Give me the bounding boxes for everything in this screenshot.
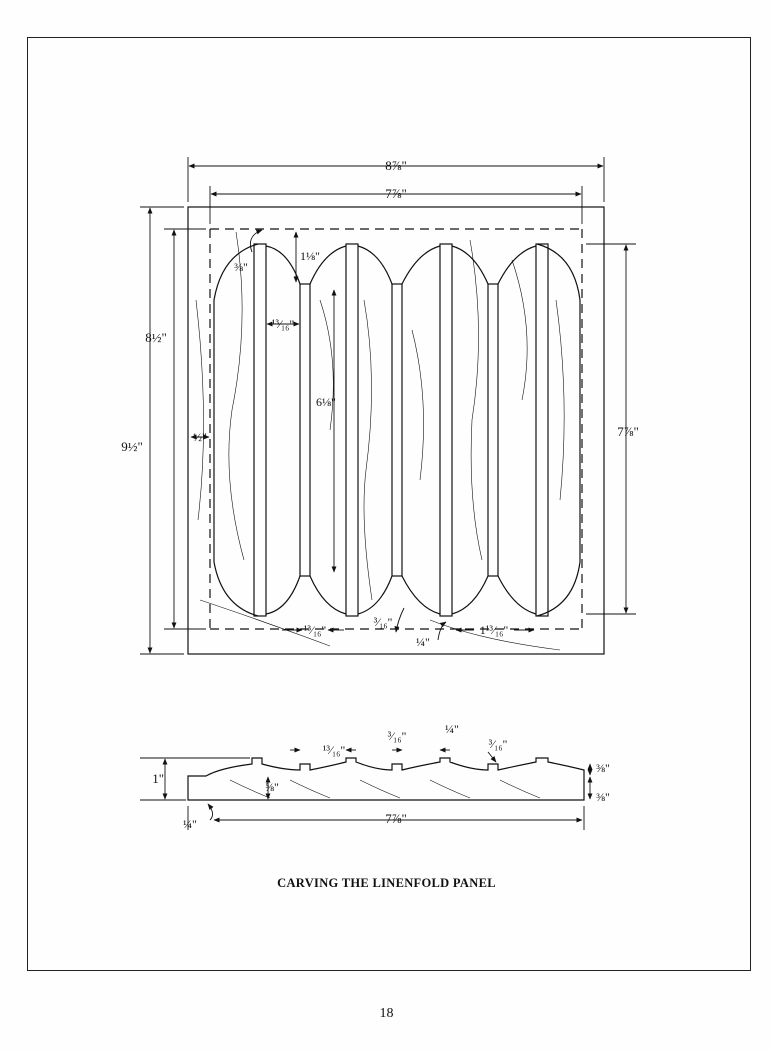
scallop-top-5 (451, 245, 489, 285)
scallop-bottom-6 (497, 575, 537, 615)
section-view (187, 757, 585, 801)
dim-section-thickness: 1" (152, 771, 164, 786)
dim-section-gap-a: ³⁄₁₆" (388, 729, 407, 743)
section-dimension-labels: 1" ¹³⁄₁₆" ³⁄₁₆" ¼" ³⁄₁₆" ⅝" ⅜" ⅜" ¼" 7⅞" (152, 722, 610, 831)
dim-bottom-rib-right: 1¹³⁄₁₆" (480, 623, 509, 637)
rib-2 (299, 283, 311, 577)
page-border (27, 37, 751, 971)
dim-inner-height: 8½" (145, 330, 167, 345)
rib-7 (535, 243, 549, 617)
scallop-bottom-2 (309, 575, 347, 615)
dim-bottom-gap: ³⁄₁₆" (374, 615, 393, 629)
wood-grain (195, 231, 565, 651)
scallop-top-2 (309, 245, 347, 285)
dim-section-rib-width: ¹³⁄₁₆" (323, 743, 346, 757)
dim-section-top-step: ⅜" (596, 761, 610, 775)
dim-fold-corner: ⅜" (234, 260, 248, 274)
scallop-top-3 (357, 245, 393, 285)
rib-1 (253, 243, 267, 617)
rib-3 (345, 243, 359, 617)
fold-left (213, 243, 259, 617)
section-profile (187, 757, 585, 801)
rib-4 (391, 283, 403, 577)
dim-rib-width: ¹³⁄₁₆" (272, 317, 295, 331)
dim-section-width: 7⅞" (385, 811, 407, 826)
dim-section-offset: ¼" (183, 817, 197, 831)
dim-section-bottom-step: ⅜" (596, 790, 610, 804)
dim-fold-height: 7⅞" (617, 424, 639, 439)
scallop-top-4 (401, 245, 441, 285)
scallop-top-1 (265, 245, 301, 285)
dim-bottom-step: ¼" (416, 635, 430, 649)
rib-5 (439, 243, 453, 617)
scallop-top-6 (497, 245, 537, 285)
dim-edge-margin: ½" (193, 430, 207, 444)
dim-top-band: 1⅛" (300, 249, 320, 263)
section-dimensions (140, 747, 593, 830)
page-number: 18 (379, 1006, 394, 1021)
front-dimension-labels: 8⅞" 7⅞" 9½" 8½" 7⅞" ½" 1⅛" 6⅛" ⅜" ¹³⁄₁₆"… (121, 158, 639, 649)
dim-bottom-rib-left: ¹³⁄₁₆" (304, 623, 327, 637)
figure-caption: CARVING THE LINENFOLD PANEL (277, 876, 496, 890)
dim-section-gap-c: ³⁄₁₆" (489, 737, 508, 751)
scallop-bottom-5 (451, 575, 489, 615)
scallop-bottom-1 (265, 575, 301, 615)
dim-overall-height: 9½" (121, 439, 143, 454)
dim-center-length: 6⅛" (316, 395, 336, 409)
panel-outline (187, 206, 605, 655)
scallop-bottom-3 (357, 575, 393, 615)
front-dimensions (140, 157, 636, 655)
dim-section-inner-depth: ⅝" (265, 780, 279, 794)
dim-inner-width: 7⅞" (385, 186, 407, 201)
scallop-bottom-4 (401, 575, 441, 615)
dim-overall-width: 8⅞" (385, 158, 407, 173)
rib-6 (487, 283, 499, 577)
fold-right (536, 243, 581, 617)
front-view (187, 206, 605, 655)
dim-section-gap-b: ¼" (445, 722, 459, 736)
